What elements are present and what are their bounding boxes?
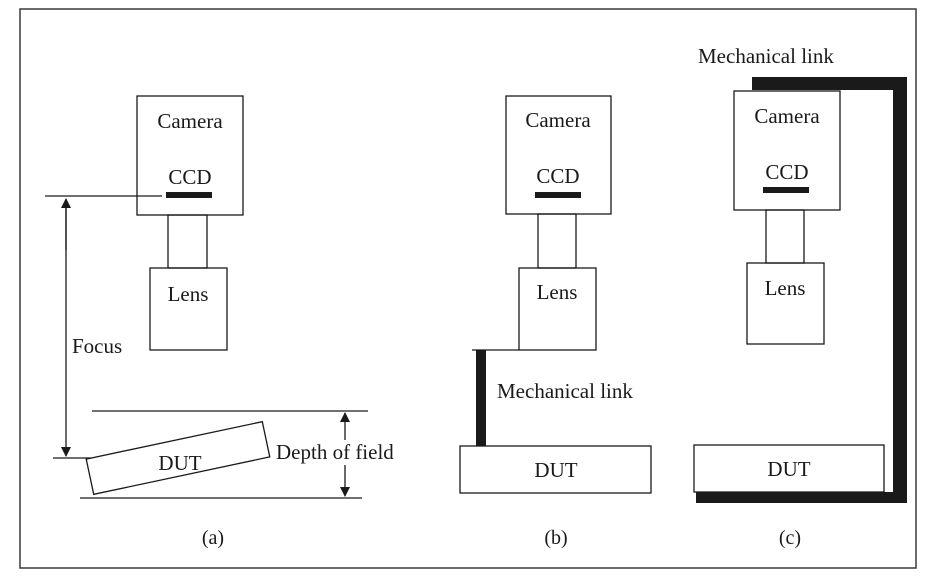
depth-of-field-label: Depth of field	[276, 440, 394, 464]
panel-b: Camera CCD Lens Mechanical link DUT (b)	[459, 95, 652, 549]
lens-label: Lens	[168, 282, 209, 306]
mechanical-link-label: Mechanical link	[497, 379, 633, 403]
ccd-label: CCD	[765, 160, 808, 184]
ccd-label: CCD	[168, 165, 211, 189]
dut-label: DUT	[767, 457, 810, 481]
focus-label: Focus	[72, 334, 122, 358]
caption-b: (b)	[544, 527, 567, 549]
panel-a: Camera CCD Lens Focus DUT Depth of field…	[45, 95, 394, 549]
dut-label: DUT	[158, 451, 201, 475]
lens-body	[746, 262, 825, 345]
caption-c: (c)	[779, 527, 801, 549]
dut-box	[85, 420, 271, 496]
camera-label: Camera	[754, 104, 820, 128]
ccd-label: CCD	[536, 164, 579, 188]
lens-body	[149, 267, 228, 351]
ccd-sensor	[166, 192, 212, 198]
dut-box	[693, 444, 885, 493]
ccd-sensor	[763, 187, 809, 193]
lens-label: Lens	[765, 276, 806, 300]
lens-label: Lens	[537, 280, 578, 304]
camera-label: Camera	[525, 108, 591, 132]
ccd-sensor	[535, 192, 581, 198]
dut-box	[459, 445, 652, 494]
mechanical-link-label: Mechanical link	[698, 44, 834, 68]
lens-body	[518, 267, 597, 351]
camera-label: Camera	[157, 109, 223, 133]
mechanical-link-post	[476, 350, 486, 446]
dut-label: DUT	[534, 458, 577, 482]
tilted-dut	[85, 420, 271, 496]
caption-a: (a)	[202, 527, 224, 549]
panel-c: Mechanical link Camera CCD Lens DUT (c)	[693, 44, 907, 549]
